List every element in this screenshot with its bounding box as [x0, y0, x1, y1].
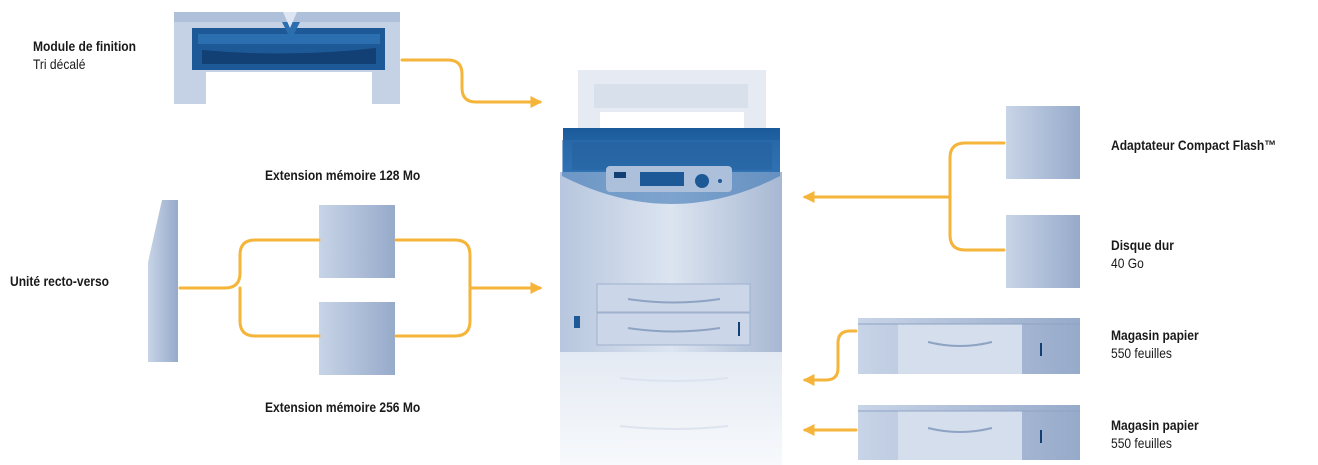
memory-256-image	[319, 302, 395, 375]
label-hard-disk-subtitle: 40 Go	[1111, 255, 1144, 271]
memory-128-image	[319, 205, 395, 278]
label-finisher-subtitle: Tri décalé	[33, 56, 86, 72]
label-tray-2-title: Magasin papier	[1111, 417, 1199, 433]
hard-disk-image	[1006, 215, 1080, 288]
label-finisher: Module de finition Tri décalé	[33, 37, 136, 73]
label-memory-256-title: Extension mémoire 256 Mo	[265, 399, 421, 415]
label-compact-flash-title: Adaptateur Compact Flash™	[1111, 137, 1277, 153]
connector-lines	[178, 58, 1006, 436]
printer-image	[560, 70, 782, 465]
duplex-unit-image	[148, 200, 178, 362]
paper-tray-1-image	[858, 318, 1080, 374]
label-hard-disk: Disque dur 40 Go	[1111, 236, 1174, 272]
label-memory-128-title: Extension mémoire 128 Mo	[265, 167, 421, 183]
connector-memory-out	[394, 238, 540, 338]
label-tray-2: Magasin papier 550 feuilles	[1111, 416, 1199, 452]
label-memory-128: Extension mémoire 128 Mo	[265, 166, 420, 184]
paper-tray-2-image	[858, 405, 1080, 460]
label-hard-disk-title: Disque dur	[1111, 237, 1174, 253]
connector-duplex-branches	[178, 238, 321, 338]
label-tray-2-subtitle: 550 feuilles	[1111, 435, 1172, 451]
label-memory-256: Extension mémoire 256 Mo	[265, 398, 420, 416]
label-duplex-title: Unité recto-verso	[10, 273, 110, 289]
label-tray-1: Magasin papier 550 feuilles	[1111, 326, 1199, 362]
label-tray-1-title: Magasin papier	[1111, 327, 1199, 343]
connector-tray-1	[802, 329, 858, 386]
compact-flash-image	[1006, 106, 1080, 179]
connector-finisher	[400, 58, 543, 108]
label-compact-flash: Adaptateur Compact Flash™	[1111, 136, 1276, 154]
connector-storage	[805, 141, 1006, 252]
label-duplex: Unité recto-verso	[10, 272, 109, 290]
label-tray-1-subtitle: 550 feuilles	[1111, 345, 1172, 361]
finisher-module-image	[174, 12, 400, 104]
label-finisher-title: Module de finition	[33, 38, 136, 54]
